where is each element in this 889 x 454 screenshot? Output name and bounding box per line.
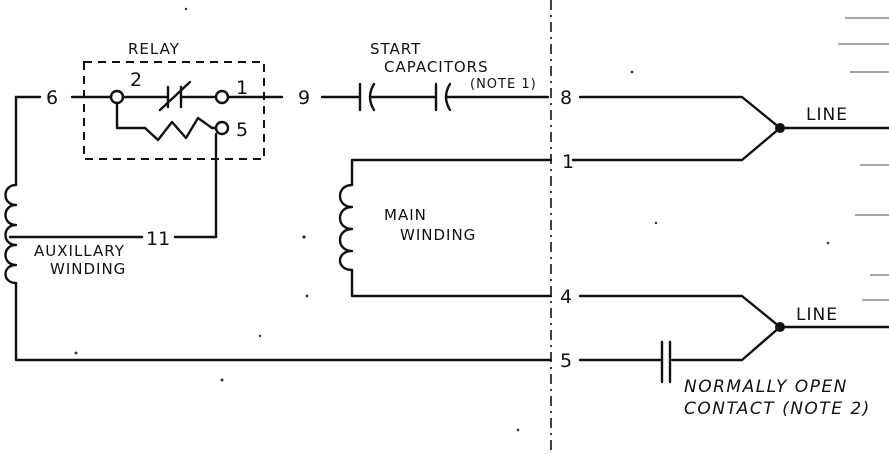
terminal-label-5: 5 [236,119,248,141]
main-winding-label-1: MAIN [384,206,427,224]
line-label-top: LINE [806,105,848,125]
start-cap-label-1: START [370,40,421,58]
terminal-label-5b: 5 [560,350,572,372]
wire-no-to-line [670,325,782,362]
relay-label: RELAY [128,40,180,58]
edge-artifacts [838,17,889,301]
relay-box [83,61,265,160]
terminal-label-9: 9 [298,87,310,109]
wire-1-main-top [350,158,553,187]
aux-winding-label-2: WINDING [50,260,126,278]
terminal-label-1b: 1 [562,151,574,173]
terminal-label-2: 2 [130,69,142,91]
terminal-label-1: 1 [236,77,248,99]
terminal-1 [214,89,230,105]
wire-8-to-line [578,95,782,130]
no-contact-label-1: NORMALLY OPEN [684,377,848,397]
aux-winding-label-1: AUXILLARY [34,242,125,260]
terminal-2 [109,89,125,105]
line-label-bottom: LINE [796,305,838,325]
nc-contact-slash [158,80,192,112]
main-winding-label-2: WINDING [400,226,476,244]
wire-1-to-line [571,126,782,162]
paper-specks [74,7,830,432]
wire-4-to-line [578,294,782,329]
wire-main-bottom-4 [350,268,553,298]
terminal-label-4: 4 [560,286,572,308]
terminal-5 [214,120,230,136]
aux-winding-coil [4,183,18,285]
terminal-label-8: 8 [560,87,572,109]
note-1-label: (NOTE 1) [470,77,537,92]
terminal-label-6: 6 [46,87,58,109]
main-winding-coil [338,183,354,272]
wire-aux-bottom-5 [14,281,553,362]
no-contact-label-2: CONTACT (NOTE 2) [684,399,871,419]
start-cap-label-2: CAPACITORS [384,58,489,76]
terminal-label-11: 11 [146,228,170,250]
relay-coil [115,101,218,142]
